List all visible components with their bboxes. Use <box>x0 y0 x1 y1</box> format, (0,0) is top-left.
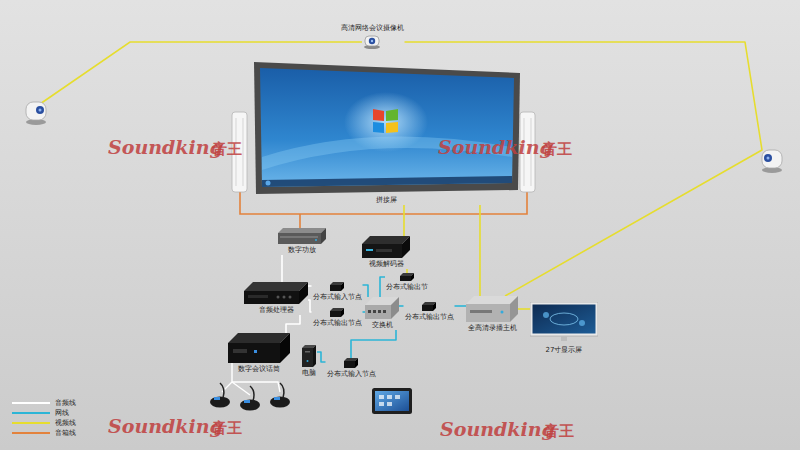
device-node: 数字功放 <box>278 228 326 255</box>
cable <box>363 311 366 313</box>
watermark: 音王 <box>212 419 242 437</box>
legend-swatch <box>12 432 50 434</box>
watermark: Soundking <box>108 415 223 437</box>
legend-text: 音频线 <box>55 399 76 408</box>
device-node: 分布式输出节 <box>385 273 429 292</box>
legend-swatch <box>12 412 50 414</box>
cable <box>479 205 481 296</box>
watermark: 音王 <box>544 422 574 440</box>
device-node: 交换机 <box>365 297 399 330</box>
legend-row: 音频线 <box>12 398 76 408</box>
cable <box>281 255 283 282</box>
device-icon <box>422 302 436 311</box>
device-node: 分布式输出节点 <box>312 308 363 328</box>
device-label: 数字功放 <box>288 246 316 255</box>
device-icon <box>302 345 316 367</box>
device-icon <box>330 308 344 317</box>
watermark: Soundking <box>440 418 555 440</box>
legend-text: 视频线 <box>55 419 76 428</box>
device-node: 拼接屏 <box>252 62 520 205</box>
device-node: 分布式输入节点 <box>326 358 377 379</box>
device-icon <box>252 62 520 194</box>
device-label: 音频处理器 <box>259 306 294 315</box>
device-icon <box>330 282 344 291</box>
conference-microphones <box>210 383 290 411</box>
legend: 音频线网线视频线音箱线 <box>12 398 76 438</box>
legend-row: 音箱线 <box>12 428 76 438</box>
device-label: 电脑 <box>302 369 316 378</box>
legend-text: 网线 <box>55 409 69 418</box>
camera-right <box>762 150 782 173</box>
device-icon <box>530 302 598 344</box>
cable <box>403 205 405 236</box>
watermark: Soundking <box>438 136 553 158</box>
device-label: 分布式输出节点 <box>313 319 362 328</box>
device-label: 27寸显示屏 <box>546 346 583 355</box>
cable <box>286 315 300 333</box>
cable <box>406 269 408 273</box>
watermark: Soundking <box>108 136 223 158</box>
device-node: 分布式输入节点 <box>312 282 363 302</box>
legend-text: 音箱线 <box>55 429 76 438</box>
legend-row: 视频线 <box>12 418 76 428</box>
legend-swatch <box>12 422 50 424</box>
legend-swatch <box>12 402 50 404</box>
device-node: 电脑 <box>301 345 317 378</box>
cable <box>399 305 404 307</box>
device-node: 全高清录播主机 <box>466 296 518 333</box>
device-label: 高清网络会议摄像机 <box>341 24 404 33</box>
device-node: 27寸显示屏 <box>530 302 598 355</box>
device-label: 分布式输入节点 <box>327 370 376 379</box>
microphone-wires <box>222 363 280 395</box>
device-label: 交换机 <box>372 321 393 330</box>
cable <box>455 305 467 307</box>
device-icon <box>228 333 290 363</box>
device-label: 拼接屏 <box>376 196 397 205</box>
device-icon <box>362 236 410 258</box>
cable <box>380 277 385 297</box>
device-node: 数字会议话筒 <box>228 333 290 374</box>
watermark: 音王 <box>542 140 572 158</box>
cable <box>518 308 530 310</box>
device-icon <box>244 282 308 304</box>
device-icon <box>400 273 414 281</box>
tablet <box>372 388 412 414</box>
device-icon <box>466 296 518 322</box>
cable <box>317 352 326 362</box>
device-label: 分布式输出节 <box>386 283 428 292</box>
cable <box>363 285 369 297</box>
device-label: 视频解码器 <box>369 260 404 269</box>
device-node: 音频处理器 <box>244 282 308 315</box>
device-node: 分布式输出节点 <box>404 302 455 322</box>
legend-row: 网线 <box>12 408 76 418</box>
device-label: 分布式输出节点 <box>405 313 454 322</box>
watermark: 音王 <box>212 140 242 158</box>
device-icon <box>365 297 399 319</box>
device-icon <box>278 228 326 244</box>
device-icon <box>362 35 382 49</box>
device-label: 分布式输入节点 <box>313 293 362 302</box>
device-node: 视频解码器 <box>362 236 410 269</box>
device-node: 高清网络会议摄像机 <box>340 24 405 49</box>
cable <box>308 300 312 312</box>
camera-left <box>26 102 46 125</box>
cable <box>351 330 396 358</box>
device-label: 全高清录播主机 <box>468 324 517 333</box>
device-icon <box>344 358 358 368</box>
speaker-wire <box>240 192 527 228</box>
device-label: 数字会议话筒 <box>238 365 280 374</box>
cable <box>308 285 312 287</box>
